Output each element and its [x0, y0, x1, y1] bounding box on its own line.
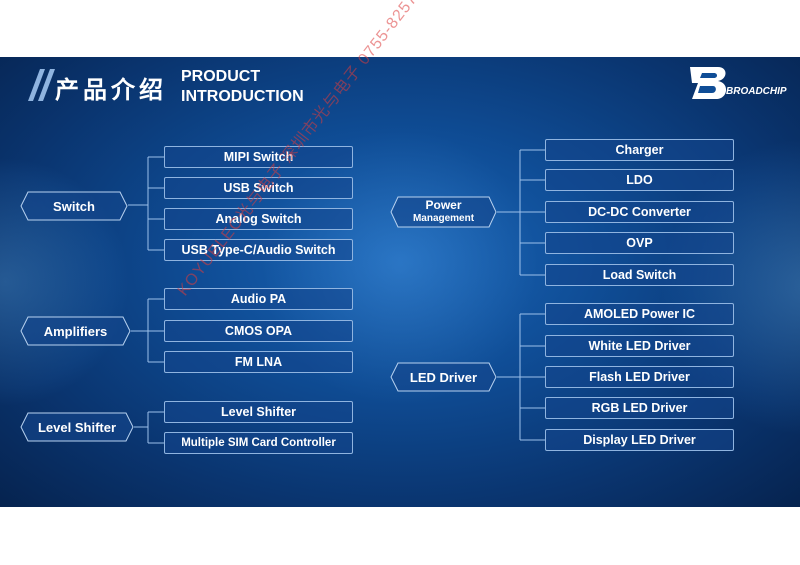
- title-english-line1: PRODUCT: [181, 68, 261, 85]
- title-english-line2: INTRODUCTION: [181, 88, 304, 105]
- item-analog-switch[interactable]: Analog Switch: [164, 208, 353, 230]
- hexagon-frame-icon: [390, 362, 497, 392]
- title-chinese: 产品介绍: [55, 76, 167, 104]
- category-label: LED Driver: [409, 369, 478, 385]
- category-led-driver[interactable]: LED Driver: [390, 362, 497, 392]
- category-label-line2: Management: [412, 213, 475, 224]
- item-audio-pa[interactable]: Audio PA: [164, 288, 353, 310]
- category-label: Amplifiers: [43, 323, 108, 339]
- item-dc-dc-converter[interactable]: DC-DC Converter: [545, 201, 734, 223]
- category-power-management[interactable]: Power Management: [390, 196, 497, 228]
- item-usb-switch[interactable]: USB Switch: [164, 177, 353, 199]
- item-level-shifter[interactable]: Level Shifter: [164, 401, 353, 423]
- item-load-switch[interactable]: Load Switch: [545, 264, 734, 286]
- item-fm-lna[interactable]: FM LNA: [164, 351, 353, 373]
- item-amoled-power-ic[interactable]: AMOLED Power IC: [545, 303, 734, 325]
- category-level-shifter[interactable]: Level Shifter: [20, 412, 134, 442]
- item-cmos-opa[interactable]: CMOS OPA: [164, 320, 353, 342]
- item-multiple-sim-card-controller[interactable]: Multiple SIM Card Controller: [164, 432, 353, 454]
- item-ldo[interactable]: LDO: [545, 169, 734, 191]
- hexagon-frame-icon: [20, 191, 128, 221]
- logo-text: BROADCHIP: [726, 86, 787, 97]
- item-mipi-switch[interactable]: MIPI Switch: [164, 146, 353, 168]
- item-flash-led-driver[interactable]: Flash LED Driver: [545, 366, 734, 388]
- category-amplifiers[interactable]: Amplifiers: [20, 316, 131, 346]
- item-ovp[interactable]: OVP: [545, 232, 734, 254]
- category-label: Level Shifter: [37, 419, 117, 435]
- hexagon-frame-icon: [20, 412, 134, 442]
- item-white-led-driver[interactable]: White LED Driver: [545, 335, 734, 357]
- item-charger[interactable]: Charger: [545, 139, 734, 161]
- category-switch[interactable]: Switch: [20, 191, 128, 221]
- broadchip-logo-icon: [690, 67, 727, 99]
- category-label: Switch: [53, 198, 95, 214]
- category-label-line1: Power: [425, 198, 462, 212]
- hexagon-frame-icon: [390, 196, 497, 228]
- item-usb-type-c-audio-switch[interactable]: USB Type-C/Audio Switch: [164, 239, 353, 261]
- title-english: PRODUCT INTRODUCTION: [181, 67, 304, 107]
- item-display-led-driver[interactable]: Display LED Driver: [545, 429, 734, 451]
- hexagon-frame-icon: [20, 316, 131, 346]
- slide-background: 产品介绍 PRODUCT INTRODUCTION BROADCHIP: [0, 57, 800, 507]
- connector-lines: [128, 149, 545, 444]
- item-rgb-led-driver[interactable]: RGB LED Driver: [545, 397, 734, 419]
- slash-decoration-icon: [28, 69, 55, 101]
